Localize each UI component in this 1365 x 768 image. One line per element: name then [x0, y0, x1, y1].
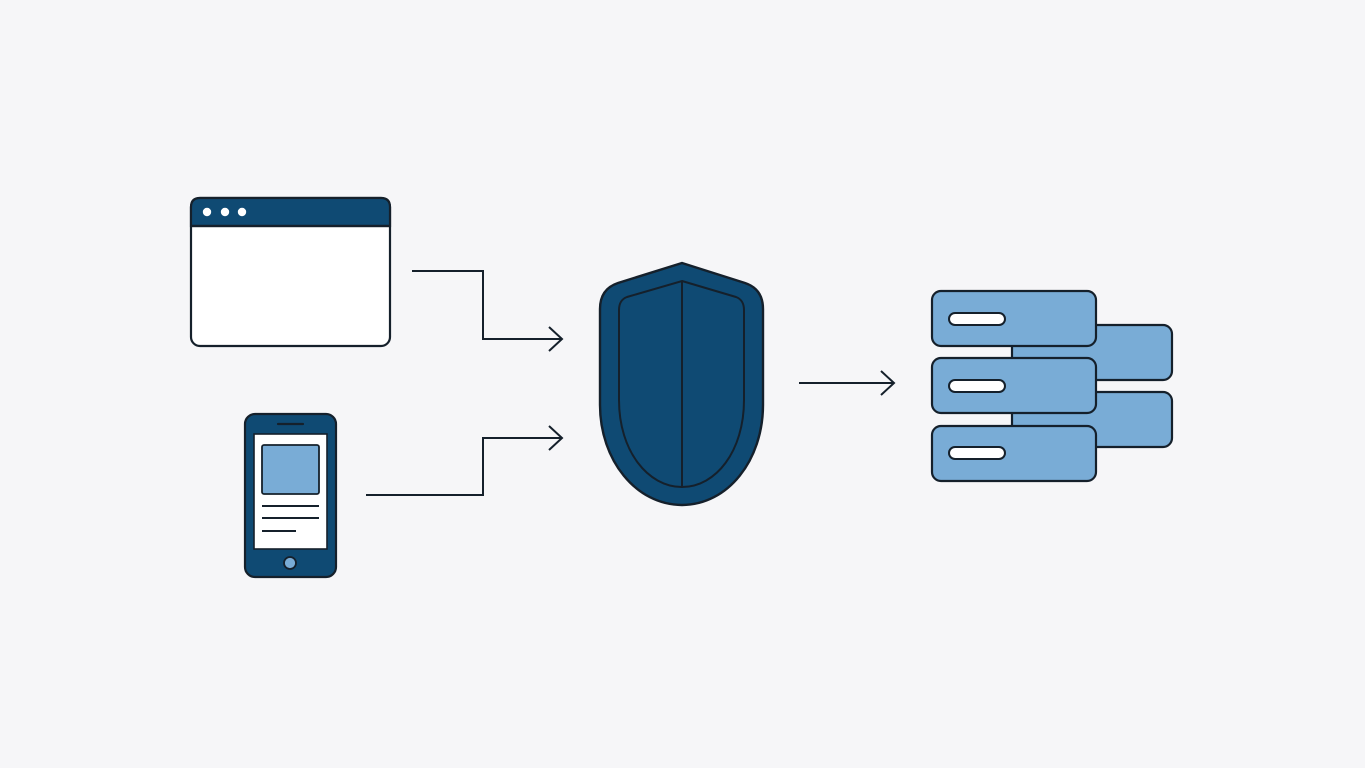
connector-browser-to-shield: [412, 270, 564, 352]
server-unit-2: [930, 356, 1098, 415]
connector-line: [366, 437, 561, 496]
connector-shield-to-servers: [799, 370, 896, 396]
server-slot-indicator: [948, 446, 1006, 460]
server-unit-1: [930, 289, 1098, 348]
arrow-head-icon: [548, 326, 564, 352]
arrow-head-icon: [548, 425, 564, 451]
phone-home-button: [283, 556, 297, 570]
server-unit-3: [930, 424, 1098, 483]
connector-line: [412, 270, 561, 340]
browser-dot-3: [237, 207, 247, 217]
browser-dot-1: [202, 207, 212, 217]
server-unit-body: [930, 289, 1098, 348]
mobile-phone-icon: [243, 412, 338, 579]
arrow-head-icon: [880, 370, 896, 396]
shield-icon: [598, 261, 765, 507]
server-stack-icon: [930, 289, 1174, 483]
server-unit-body: [930, 424, 1098, 483]
server-unit-body: [930, 356, 1098, 415]
browser-window-icon: [189, 196, 392, 348]
server-slot-indicator: [948, 312, 1006, 326]
phone-image-block: [261, 444, 320, 495]
browser-dot-2: [220, 207, 230, 217]
server-slot-indicator: [948, 379, 1006, 393]
connector-mobile-to-shield: [366, 425, 564, 496]
